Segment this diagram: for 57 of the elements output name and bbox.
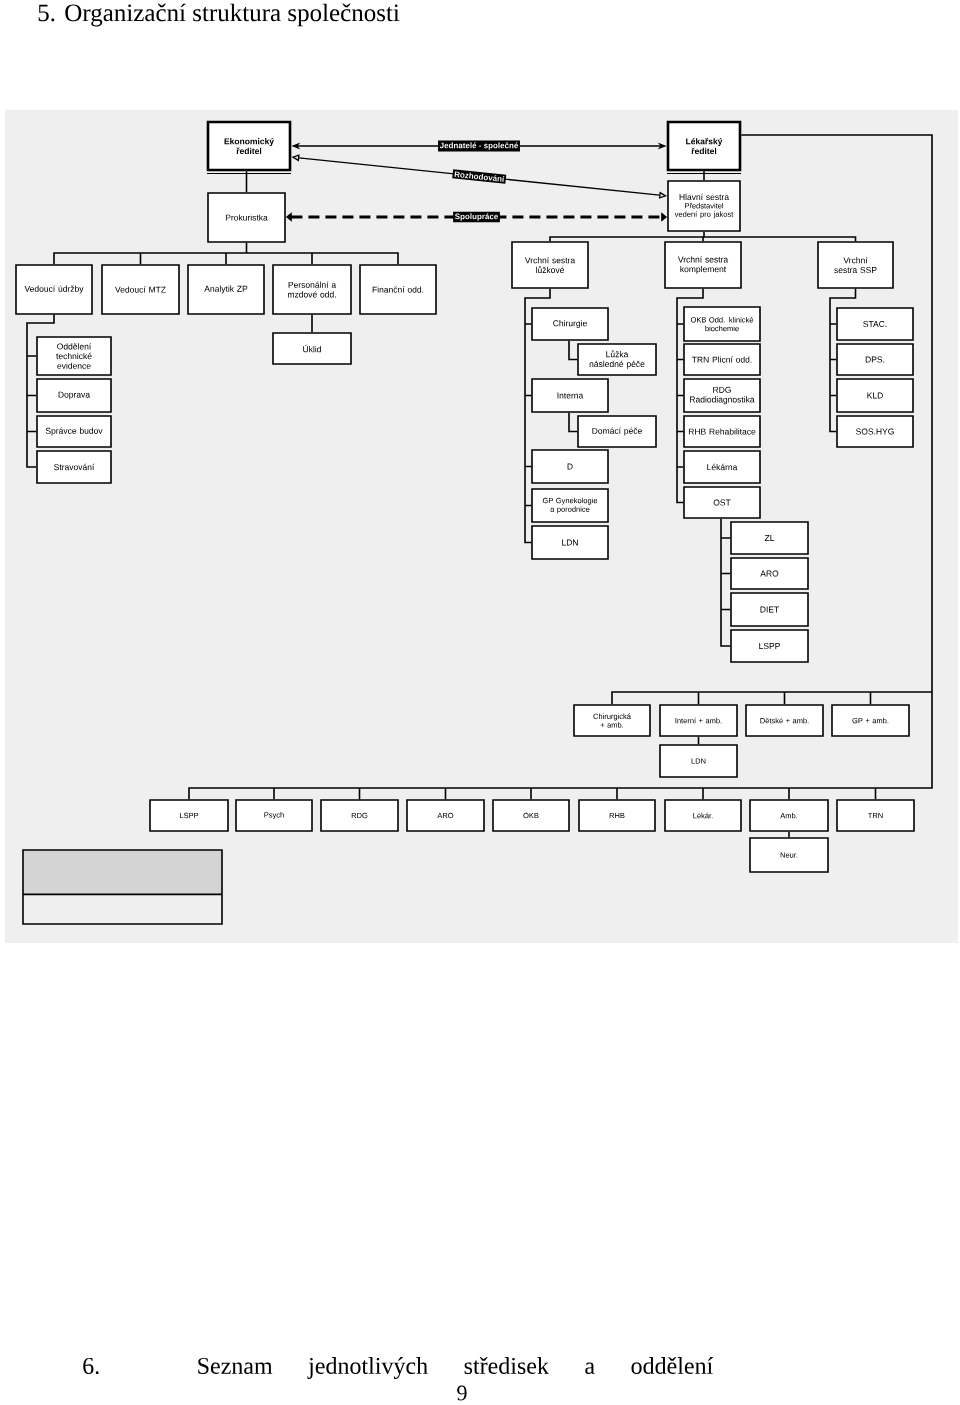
org-box: RDG Radiodiagnostika [683, 378, 761, 413]
title-block [22, 849, 223, 925]
connector-line [676, 288, 704, 504]
org-box: Doprava [36, 378, 112, 413]
org-box: Analytik ZP [187, 264, 265, 315]
org-box: Vrchní sestra SSP [817, 241, 894, 289]
org-box: Domácí péče [577, 415, 657, 448]
org-box: Úklid [272, 332, 352, 365]
connector-line [311, 314, 313, 333]
org-box: Personální a mzdové odd. [272, 264, 352, 315]
org-box: Vedoucí údržby [15, 264, 93, 315]
org-box: Správce budov [36, 415, 112, 448]
org-box: DPS. [836, 343, 914, 376]
connector-line [188, 134, 933, 800]
connector-line [26, 314, 55, 468]
connector-line [245, 170, 248, 193]
org-box: Vrchní sestra lůžkové [511, 241, 589, 289]
org-box: LSPP [730, 629, 809, 663]
connector-line [829, 288, 857, 433]
org-box: STAC. [836, 307, 914, 341]
connector-line [549, 231, 857, 242]
connector-line [568, 412, 578, 433]
connector-line [53, 242, 399, 265]
connector-line [524, 288, 551, 544]
org-box: ARO [730, 557, 809, 590]
org-box: LDN [531, 525, 609, 560]
org-box: ZL [730, 521, 809, 555]
connector-line [697, 736, 700, 745]
org-box: Vrchní sestra komplement [664, 241, 742, 289]
org-box: Chirurgie [531, 307, 609, 341]
edge-label: Spolupráce [453, 211, 500, 223]
org-box: Stravování [36, 450, 112, 484]
org-box: Interna [531, 378, 609, 413]
org-box: OST [683, 486, 761, 519]
org-box: D [531, 449, 609, 484]
org-box: Lékařský ředitel [666, 120, 742, 175]
org-box: SOS.HYG [836, 415, 914, 448]
org-box: Oddělení technické evidence [36, 336, 112, 376]
connector-line [568, 340, 578, 361]
org-box: Lékárna [683, 450, 761, 484]
connector-line [703, 170, 705, 181]
org-box: KLD [836, 378, 914, 413]
org-box: Ekonomický ředitel [206, 120, 292, 175]
org-box: DIET [730, 592, 809, 627]
connector-line [720, 518, 731, 647]
section-heading: 6. Seznam jednotlivých středisek a oddělení [83, 1357, 713, 1379]
connector-line [788, 831, 790, 838]
org-box: Prokuristka [207, 192, 286, 243]
edge-label: Jednatelé - společné [438, 140, 520, 152]
org-box: Vedoucí MTZ [101, 264, 180, 315]
org-box: Finanční odd. [359, 264, 437, 315]
edge-label: Rozhodování [452, 169, 507, 184]
org-box: Lůžka následné péče [577, 343, 657, 376]
org-box: TRN Plicní odd. [683, 343, 761, 376]
page-title: 5. Organizační struktura společnosti [38, 3, 400, 27]
page-number: 9 [457, 1385, 467, 1401]
org-box: RHB Rehabilitace [683, 415, 761, 448]
